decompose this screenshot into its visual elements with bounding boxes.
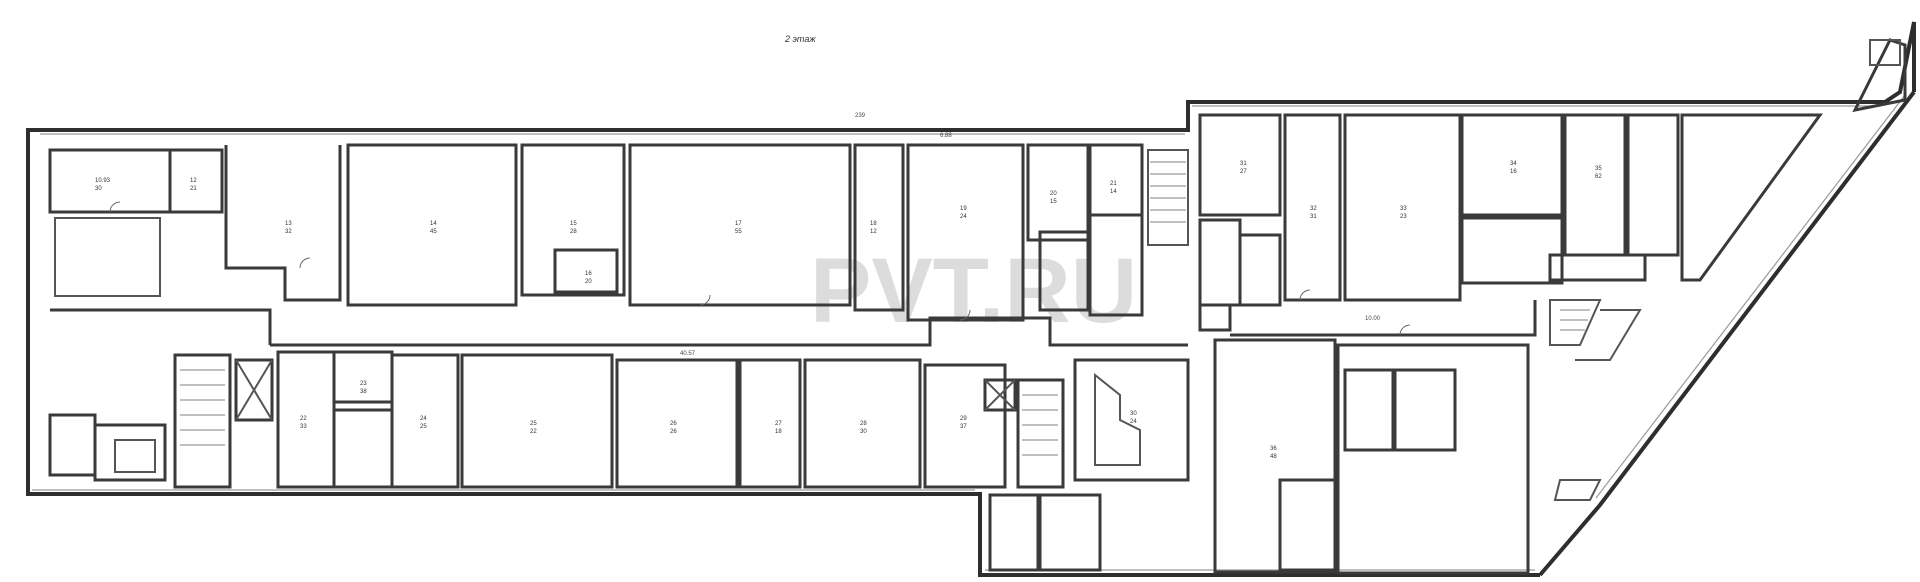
room-area: 12: [870, 229, 877, 235]
room-area: 31: [1310, 214, 1317, 220]
room-area: 24: [960, 214, 967, 220]
room-area: 25: [420, 424, 427, 430]
room-area: 28: [570, 229, 577, 235]
room-area: 37: [960, 424, 967, 430]
dim-top-overall: 239: [855, 113, 866, 119]
room-number: 36: [1270, 446, 1277, 452]
room-number: 21: [1110, 181, 1117, 187]
room-number: 33: [1400, 206, 1407, 212]
room-number: 20: [1050, 191, 1057, 197]
room-area: 22: [530, 429, 537, 435]
room-number: 29: [960, 416, 967, 422]
room-number: 23: [360, 381, 367, 387]
room-number: 16: [585, 271, 592, 277]
room-number: 15: [570, 221, 577, 227]
room-number: 28: [860, 421, 867, 427]
dim-corridor: 40.57: [680, 351, 696, 357]
room-area: 48: [1270, 454, 1277, 460]
room-area: 38: [360, 389, 367, 395]
room-area: 27: [1240, 169, 1247, 175]
room-number: 30: [1130, 411, 1137, 417]
room-area: 26: [670, 429, 677, 435]
room-area: 45: [430, 229, 437, 235]
room-area: 16: [1510, 169, 1517, 175]
room-number: 25: [530, 421, 537, 427]
room-area: 14: [1110, 189, 1117, 195]
room-number: 14: [430, 221, 437, 227]
room-number: 13: [285, 221, 292, 227]
room-area: 32: [285, 229, 292, 235]
room-area: 23: [1400, 214, 1407, 220]
room-number: 10.93: [95, 178, 111, 184]
dimension-labels: 239 6.88 40.57 10.00: [680, 113, 1381, 357]
room-number: 18: [870, 221, 877, 227]
interior-walls-left: [48, 143, 1190, 572]
room-area: 30: [95, 186, 102, 192]
room-area: 20: [585, 279, 592, 285]
room-number: 31: [1240, 161, 1247, 167]
room-number: 17: [735, 221, 742, 227]
room-number: 35: [1595, 166, 1602, 172]
room-number: 34: [1510, 161, 1517, 167]
interior-walls-right: [1198, 38, 1907, 575]
room-number: 22: [300, 416, 307, 422]
room-number: 19: [960, 206, 967, 212]
room-number: 27: [775, 421, 782, 427]
room-number: 24: [420, 416, 427, 422]
room-area: 24: [1130, 419, 1137, 425]
room-number: 26: [670, 421, 677, 427]
room-number: 12: [190, 178, 197, 184]
dim-top-mid: 6.88: [940, 133, 952, 139]
room-area: 18: [775, 429, 782, 435]
room-area: 21: [190, 186, 197, 192]
room-area: 33: [300, 424, 307, 430]
door-swings: [109, 201, 1411, 336]
room-area: 15: [1050, 199, 1057, 205]
room-number: 32: [1310, 206, 1317, 212]
exterior-walls: [26, 21, 1916, 577]
room-area: 55: [735, 229, 742, 235]
room-labels: 10.93 30 12 21 13 32 14 45 15 28 16 20 17 55 18 12 19 24 2…: [95, 161, 1602, 460]
floor-title: 2 этаж: [784, 34, 816, 44]
dim-right-corridor: 10.00: [1365, 316, 1381, 322]
room-area: 62: [1595, 174, 1602, 180]
room-area: 30: [860, 429, 867, 435]
watermark: PVT.RU: [810, 240, 1137, 342]
